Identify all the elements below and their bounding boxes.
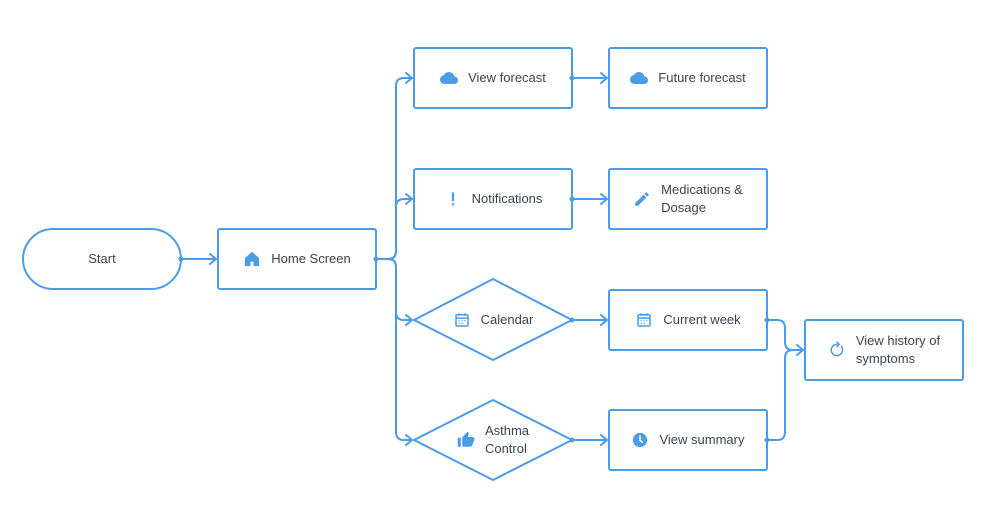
clock-icon [631, 431, 649, 449]
history-node[interactable]: View history of symptoms [805, 320, 963, 380]
connector-home-notifications [375, 198, 413, 260]
current-week-node[interactable]: Current week [609, 290, 767, 350]
connection-dot [764, 317, 770, 323]
connection-dot [569, 196, 575, 202]
connector-home-view-forecast [375, 77, 413, 260]
medications-node[interactable]: Medications & Dosage [609, 169, 767, 229]
history-label: View history of symptoms [856, 332, 940, 368]
home-screen-label: Home Screen [271, 251, 351, 266]
connection-dot [569, 317, 575, 323]
history-shape [804, 319, 964, 381]
notifications-node[interactable]: Notifications [414, 169, 572, 229]
calendar-node[interactable]: Calendar [414, 290, 572, 350]
connector-home-calendar [375, 258, 413, 321]
arrowhead [600, 193, 608, 205]
asthma-control-label: Asthma Control [485, 422, 529, 458]
notifications-label: Notifications [471, 191, 543, 206]
thumbs-up-icon [457, 431, 475, 449]
history-label-line1: View history of [855, 333, 941, 348]
arrowhead [600, 434, 608, 446]
arrowhead [796, 344, 804, 356]
connector-home-asthma [375, 258, 413, 441]
arrowhead [405, 434, 413, 446]
cloud-icon [630, 69, 649, 87]
asthma-control-label-line2: Control [484, 441, 527, 456]
asthma-control-label-line1: Asthma [484, 423, 530, 438]
asthma-control-node[interactable]: Asthma Control [414, 410, 572, 470]
arrowhead [600, 72, 608, 84]
arrowhead [405, 314, 413, 326]
medications-shape [608, 168, 768, 230]
arrowhead [405, 72, 413, 84]
calendar-icon [453, 311, 471, 329]
arrowhead [600, 314, 608, 326]
connection-dot [569, 75, 575, 81]
arrowhead [209, 253, 217, 265]
start-label: Start [88, 251, 116, 266]
medications-label-line1: Medications & [661, 182, 743, 197]
view-summary-node[interactable]: View summary [609, 410, 767, 470]
current-week-label: Current week [663, 312, 741, 327]
calendar-label: Calendar [480, 312, 534, 327]
medications-label-line2: Dosage [661, 200, 706, 215]
pencil-icon [633, 190, 651, 208]
arrowhead [405, 193, 413, 205]
medications-label: Medications & Dosage [661, 181, 743, 217]
connector-summary-history [766, 349, 804, 441]
connection-dot [764, 437, 770, 443]
future-forecast-node[interactable]: Future forecast [609, 48, 767, 108]
cloud-icon [440, 69, 459, 87]
view-forecast-node[interactable]: View forecast [414, 48, 572, 108]
home-screen-node[interactable]: Home Screen [218, 229, 376, 289]
start-node[interactable]: Start [23, 229, 181, 289]
view-forecast-label: View forecast [468, 70, 546, 85]
history-label-line2: symptoms [855, 351, 916, 366]
refresh-icon [828, 341, 846, 359]
connection-dot [569, 437, 575, 443]
connection-dot [178, 256, 184, 262]
home-icon [243, 250, 261, 268]
future-forecast-shape [608, 47, 768, 109]
view-summary-label: View summary [659, 432, 745, 447]
connection-dot [373, 256, 379, 262]
future-forecast-label: Future forecast [658, 70, 746, 85]
calendar-icon [635, 311, 653, 329]
exclamation-icon [444, 190, 462, 208]
